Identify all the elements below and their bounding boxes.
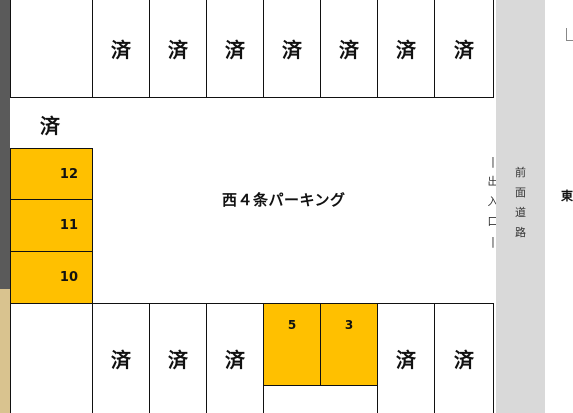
space-top-4: 済 [263,0,321,98]
road-char: 路 [515,226,526,239]
space-top-2: 済 [149,0,207,98]
lot-name: 西４条パーキング [222,191,346,209]
space-bottom-2: 済 [149,303,207,413]
road-char: 前 [515,166,526,179]
space-top-7: 済 [434,0,494,98]
space-left-11: 11 [10,199,93,252]
entrance-char: 入 [487,195,499,208]
entrance-char: | [491,235,495,248]
space-bottom-6: 済 [377,303,435,413]
left-edge-strip [0,0,10,413]
space-top-5: 済 [320,0,378,98]
space-bottom-5: 5 [263,303,321,386]
space-top-corner [10,0,93,98]
road-label: 前 面 道 路 [496,163,545,243]
space-bottom-7: 済 [434,303,494,413]
space-bottom-corner [10,303,93,413]
entrance-char: 口 [487,215,499,228]
east-label: 東 [561,189,573,203]
parking-lot: 済 済 済 済 済 済 済 済 12 11 10 済 済 済 5 3 済 済 西… [10,0,499,413]
space-left-10: 10 [10,251,93,304]
space-left-12: 12 [10,148,93,200]
entrance-char: | [491,155,495,168]
entrance-char: 出 [487,175,499,188]
space-top-3: 済 [206,0,264,98]
corner-mark-icon [566,28,573,41]
space-bottom-3: 済 [206,303,264,413]
front-road: 前 面 道 路 [496,0,545,413]
space-bottom-1: 済 [92,303,150,413]
space-left-1: 済 [40,113,60,138]
road-char: 面 [515,186,526,199]
space-top-1: 済 [92,0,150,98]
space-top-6: 済 [377,0,435,98]
road-char: 道 [515,206,526,219]
space-bottom-3-available: 3 [320,303,378,386]
entrance-label: | 出 入 口 | [486,152,500,252]
